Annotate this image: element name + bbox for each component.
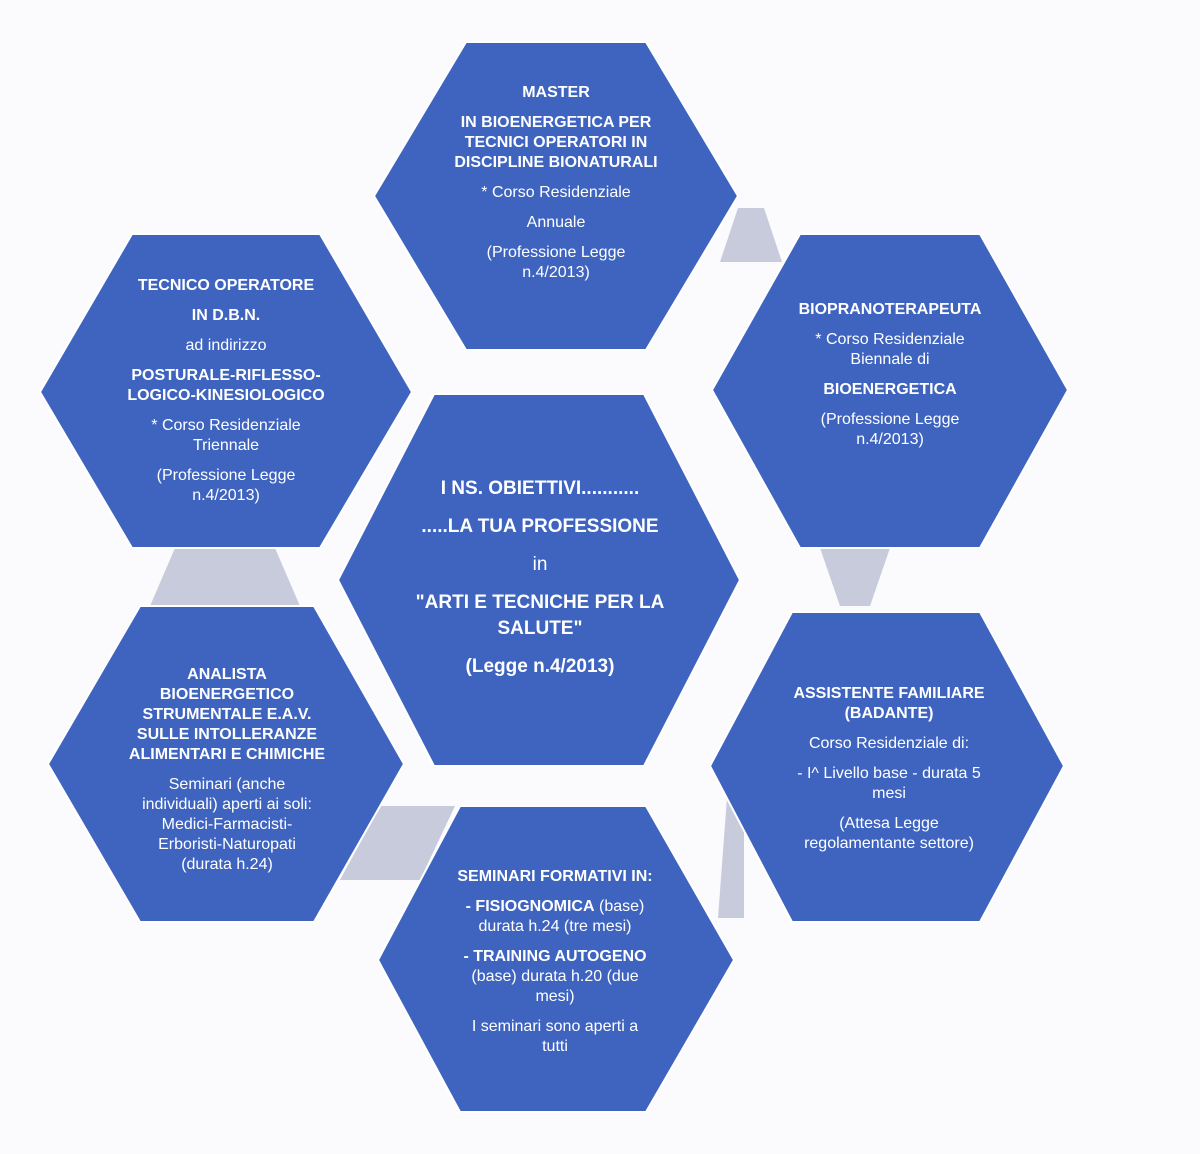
analista-title-1: ANALISTA: [187, 666, 267, 683]
biopranoterapeuta-course-1: * Corso Residenziale: [815, 331, 965, 348]
seminari-item-2-line-3: mesi): [535, 988, 575, 1005]
master-title-2: IN BIOENERGETICA PER: [460, 114, 652, 131]
tecnico-course-1: * Corso Residenziale: [151, 417, 301, 434]
center-text: I NS. OBIETTIVI........... .....LA TUA P…: [380, 462, 700, 694]
analista-title-5: ALIMENTARI E CHIMICHE: [128, 746, 326, 763]
seminari-text: SEMINARI FORMATIVI IN: - FISIOGNOMICA (b…: [404, 846, 706, 1078]
seminari-note-2: tutti: [542, 1038, 568, 1055]
analista-body-1: Seminari (anche: [168, 776, 286, 793]
biopranoterapeuta-law-1: (Professione Legge: [820, 411, 960, 428]
assistente-title-2: (BADANTE): [844, 705, 934, 722]
assistente-title-1: ASSISTENTE FAMILIARE: [793, 685, 985, 702]
seminari-item-1-line-2: durata h.24 (tre mesi): [478, 918, 632, 935]
tecnico-focus-2: LOGICO-KINESIOLOGICO: [127, 387, 325, 404]
seminari-title: SEMINARI FORMATIVI IN:: [457, 868, 653, 885]
center-line-6: (Legge n.4/2013): [465, 656, 615, 677]
analista-body-2: individuali) aperti ai soli:: [142, 796, 312, 813]
biopranoterapeuta-course-2: Biennale di: [850, 351, 930, 368]
center-line-2: .....LA TUA PROFESSIONE: [421, 516, 659, 537]
seminari-item-2-line-2: (base) durata h.20 (due: [471, 968, 639, 985]
hexagon-center: [336, 393, 742, 767]
tecnico-focus-1: POSTURALE-RIFLESSO-: [131, 367, 321, 384]
hexagon-assistente: [708, 611, 1066, 923]
analista-body-4: Erboristi-Naturopati: [158, 836, 296, 853]
biopranoterapeuta-law-2: n.4/2013): [856, 431, 924, 448]
tecnico-course-2: Triennale: [192, 437, 260, 454]
center-line-1: I NS. OBIETTIVI...........: [440, 478, 640, 499]
hexagon-analista: [46, 605, 406, 923]
seminari-item-1: - FISIOGNOMICA (base): [466, 897, 645, 917]
master-course-2: Annuale: [526, 214, 586, 231]
connector-master-biopranoterapeuta: [720, 208, 782, 262]
hexagon-biopranoterapeuta: [710, 233, 1070, 549]
tecnico-law-1: (Professione Legge: [156, 467, 296, 484]
analista-body-5: (durata h.24): [181, 856, 273, 873]
tecnico-title-2: IN D.B.N.: [191, 307, 261, 324]
assistente-text: ASSISTENTE FAMILIARE (BADANTE) Corso Res…: [736, 664, 1042, 874]
biopranoterapeuta-focus: BIOENERGETICA: [823, 381, 957, 398]
master-law-1: (Professione Legge: [486, 244, 626, 261]
hexagon-tecnico-operatore: [38, 233, 414, 549]
analista-title-2: BIOENERGETICO: [159, 686, 295, 703]
center-line-4: "ARTI E TECNICHE PER LA: [415, 592, 665, 613]
seminari-item-1-rest: (base): [594, 898, 645, 915]
master-title-3: TECNICI OPERATORI IN: [464, 134, 648, 151]
master-text: MASTER IN BIOENERGETICA PER TECNICI OPER…: [398, 58, 714, 308]
seminari-note-1: I seminari sono aperti a: [471, 1018, 639, 1035]
tecnico-sub: ad indirizzo: [185, 337, 267, 354]
connector-biopranoterapeuta-assistente: [820, 548, 890, 606]
master-title-4: DISCIPLINE BIONATURALI: [454, 154, 658, 171]
master-law-2: n.4/2013): [522, 264, 590, 281]
biopranoterapeuta-text: BIOPRANOTERAPEUTA * Corso Residenziale B…: [736, 280, 1044, 470]
tecnico-text: TECNICO OPERATORE IN D.B.N. ad indirizzo…: [66, 248, 386, 534]
assistente-level-2: mesi: [872, 785, 906, 802]
hexagon-master: [372, 41, 740, 351]
analista-text: ANALISTA BIOENERGETICO STRUMENTALE E.A.V…: [74, 640, 380, 900]
biopranoterapeuta-title: BIOPRANOTERAPEUTA: [798, 301, 982, 318]
assistente-course: Corso Residenziale di:: [808, 735, 970, 752]
tecnico-law-2: n.4/2013): [192, 487, 260, 504]
center-line-5: SALUTE": [497, 618, 583, 639]
analista-body-3: Medici-Farmacisti-: [161, 816, 293, 833]
connector-tecnico-analista: [150, 548, 300, 606]
center-line-3: in: [532, 554, 548, 575]
master-title-1: MASTER: [522, 84, 590, 101]
tecnico-title-1: TECNICO OPERATORE: [137, 277, 315, 294]
assistente-note-2: regolamentante settore): [804, 835, 974, 852]
seminari-item-2-bold: - TRAINING AUTOGENO: [463, 948, 647, 965]
hexagon-seminari: [376, 805, 736, 1113]
analista-title-3: STRUMENTALE E.A.V.: [142, 706, 312, 723]
connector-analista-seminari: [340, 806, 455, 880]
master-course-1: * Corso Residenziale: [481, 184, 631, 201]
assistente-note-1: (Attesa Legge: [839, 815, 939, 832]
analista-title-4: SULLE INTOLLERANZE: [136, 726, 318, 743]
assistente-level-1: - I^ Livello base - durata 5: [797, 765, 981, 782]
seminari-item-1-bold: - FISIOGNOMICA: [465, 898, 595, 915]
